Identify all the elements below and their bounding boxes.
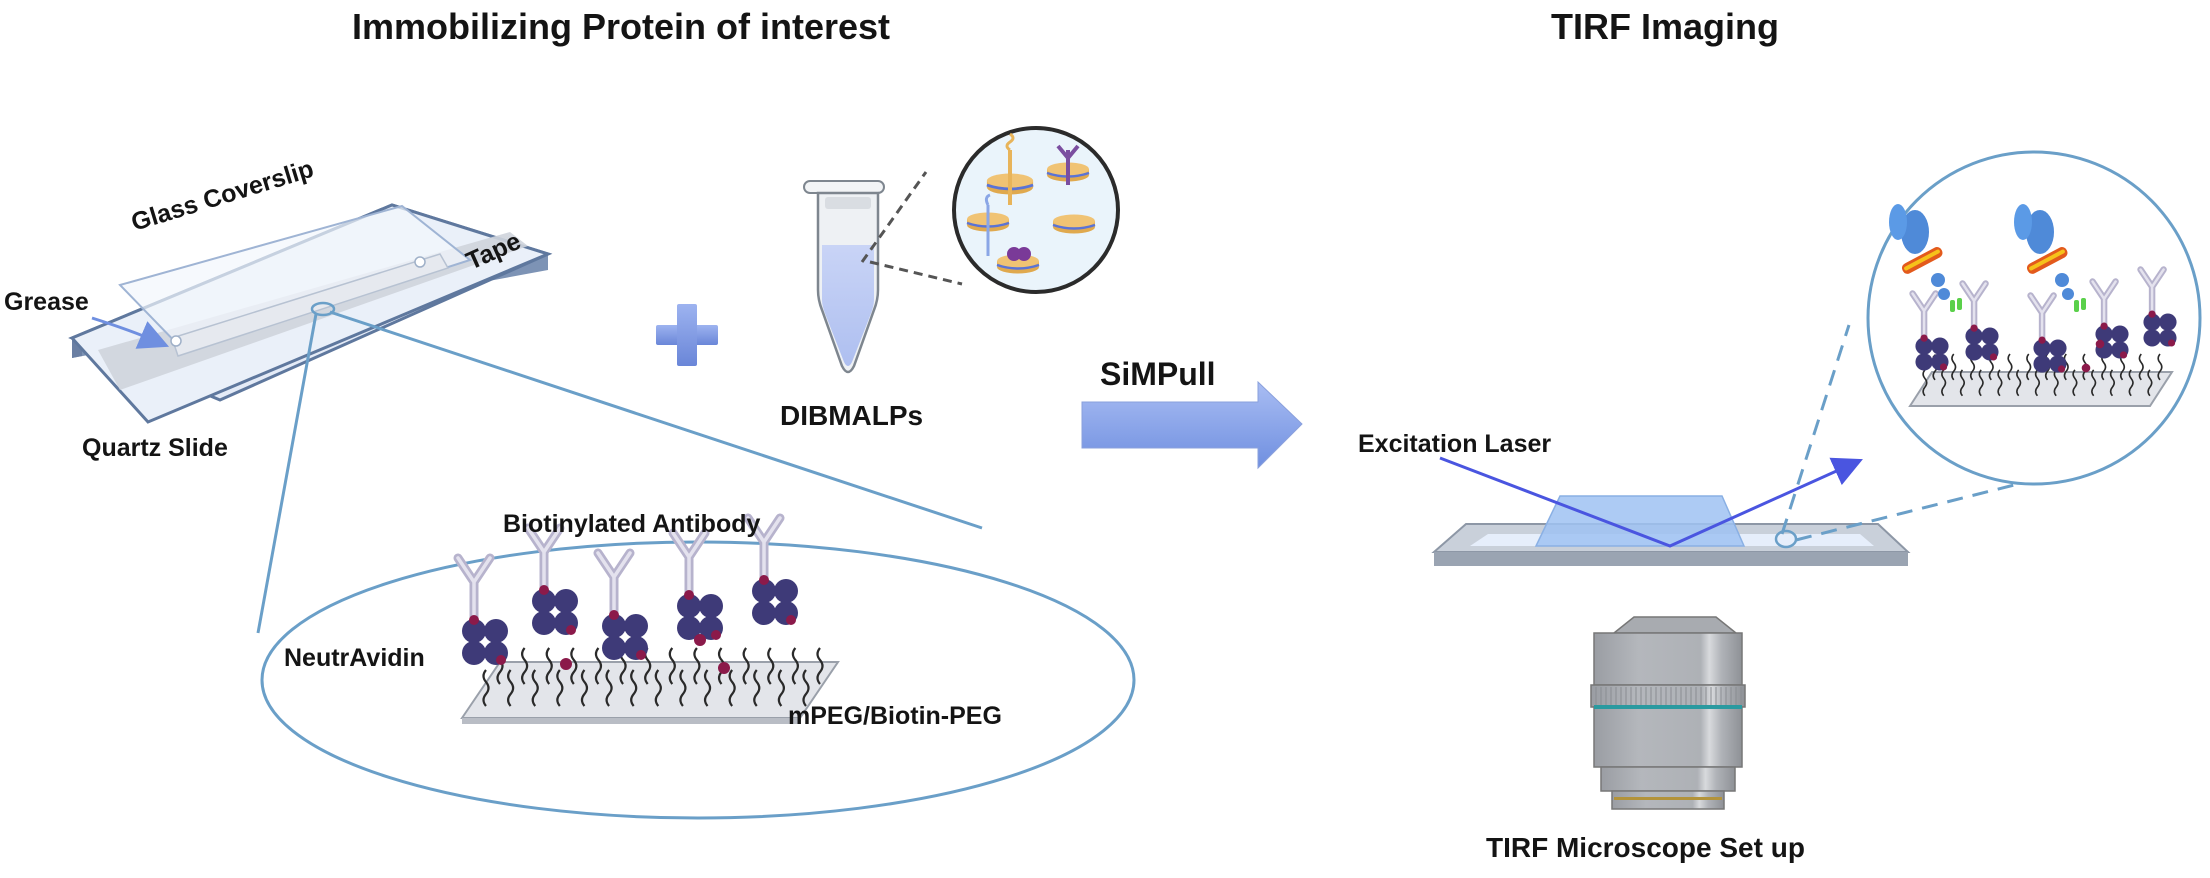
- neutravidin-antibody-complex: [2141, 270, 2177, 347]
- tirf-stage-illustration: [1431, 495, 1911, 566]
- nanodisc-magnifier: [952, 126, 1120, 294]
- zoom-line-left: [256, 313, 318, 634]
- section-title-tirf-imaging: TIRF Imaging: [1551, 6, 1779, 47]
- label-dibmalps: DIBMALPs: [780, 400, 924, 431]
- neutravidin-antibody-complex: [1963, 284, 1999, 361]
- neutravidin-antibody-complex: [2031, 296, 2067, 373]
- excitation-laser-beam: [1439, 456, 1863, 548]
- captured-protein-2: [2014, 204, 2086, 312]
- neutravidin-antibody-complex: [598, 553, 648, 660]
- free-biotin: [718, 662, 730, 674]
- free-biotin: [694, 634, 706, 646]
- label-peg: mPEG/Biotin-PEG: [788, 702, 1002, 730]
- label-tirf-microscope: TIRF Microscope Set up: [1486, 832, 1805, 863]
- simpull-arrow: [1081, 380, 1303, 470]
- sample-tube-icon: [803, 180, 885, 374]
- free-biotin: [2095, 339, 2105, 349]
- label-biotinylated-antibody: Biotinylated Antibody: [503, 510, 761, 538]
- plus-icon: [656, 304, 718, 366]
- captured-protein-1: [1889, 204, 1962, 312]
- neutravidin-antibody-complex: [1913, 294, 1949, 371]
- quartz-slide-illustration: [68, 203, 553, 424]
- neutravidin-antibody-complex: [2093, 282, 2129, 359]
- zoom-line-right: [329, 310, 983, 530]
- section-title-immobilizing: Immobilizing Protein of interest: [352, 6, 891, 47]
- neutravidin-antibody-complex: [528, 528, 578, 635]
- grease-arrow: [91, 316, 170, 349]
- free-biotin: [560, 658, 572, 670]
- tirf-zoom-line-2: [1795, 478, 2035, 542]
- label-grease: Grease: [4, 288, 89, 316]
- tube-zoom-line-2: [869, 260, 963, 286]
- tirf-zoom-line-1: [1780, 324, 1851, 535]
- neutravidin-antibody-complex: [748, 518, 798, 625]
- neutravidin-antibody-complex: [673, 533, 723, 640]
- free-biotin: [2081, 363, 2091, 373]
- objective-lens-icon: [1590, 616, 1746, 810]
- captured-protein-surface: [1889, 204, 2177, 407]
- passivated-surface-illustration: [458, 518, 840, 724]
- label-excitation-laser: Excitation Laser: [1358, 430, 1552, 458]
- label-simpull: SiMPull: [1100, 356, 1216, 392]
- label-quartz-slide: Quartz Slide: [82, 434, 228, 462]
- neutravidin-antibody-complex: [458, 558, 508, 665]
- tube-zoom-line-1: [860, 171, 928, 263]
- label-neutravidin: NeutrAvidin: [284, 644, 425, 672]
